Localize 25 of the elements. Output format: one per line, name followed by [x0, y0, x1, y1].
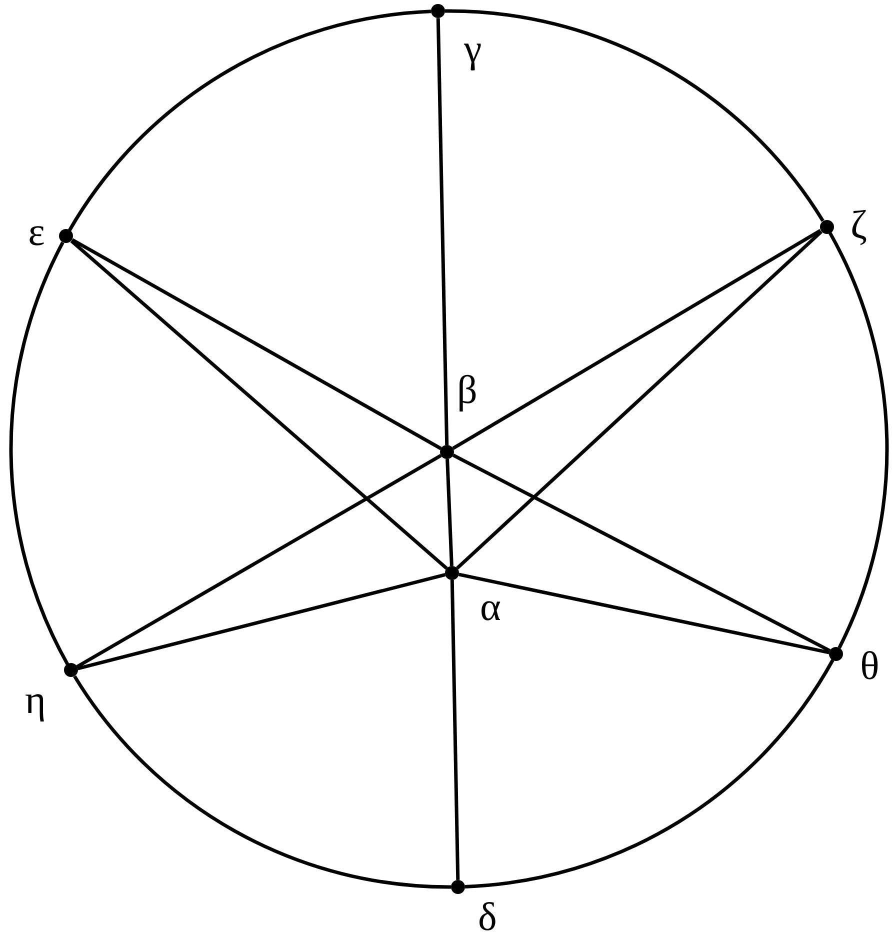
circle-arc [9, 242, 70, 665]
line [450, 580, 460, 880]
line [456, 230, 823, 570]
line [446, 458, 454, 566]
circle-arc [828, 232, 889, 648]
line [71, 238, 442, 450]
vertex-label: α [480, 587, 501, 627]
circle-arc [68, 10, 432, 232]
circle-arc [73, 675, 452, 889]
line [76, 454, 442, 668]
line [70, 240, 448, 570]
vertex-label: β [457, 370, 478, 410]
vertex-label: γ [464, 29, 482, 70]
vertex-label: θ [860, 646, 880, 686]
vertex-label: η [24, 680, 46, 720]
line [458, 572, 830, 654]
circle-arc [444, 9, 824, 222]
line [452, 454, 831, 652]
line [452, 228, 822, 450]
vertex-label: ε [28, 212, 45, 252]
line [77, 573, 446, 670]
vertex-label: δ [478, 896, 497, 937]
line [436, 18, 449, 446]
vertex-label: ζ [850, 204, 868, 245]
circle-arc [464, 659, 834, 888]
